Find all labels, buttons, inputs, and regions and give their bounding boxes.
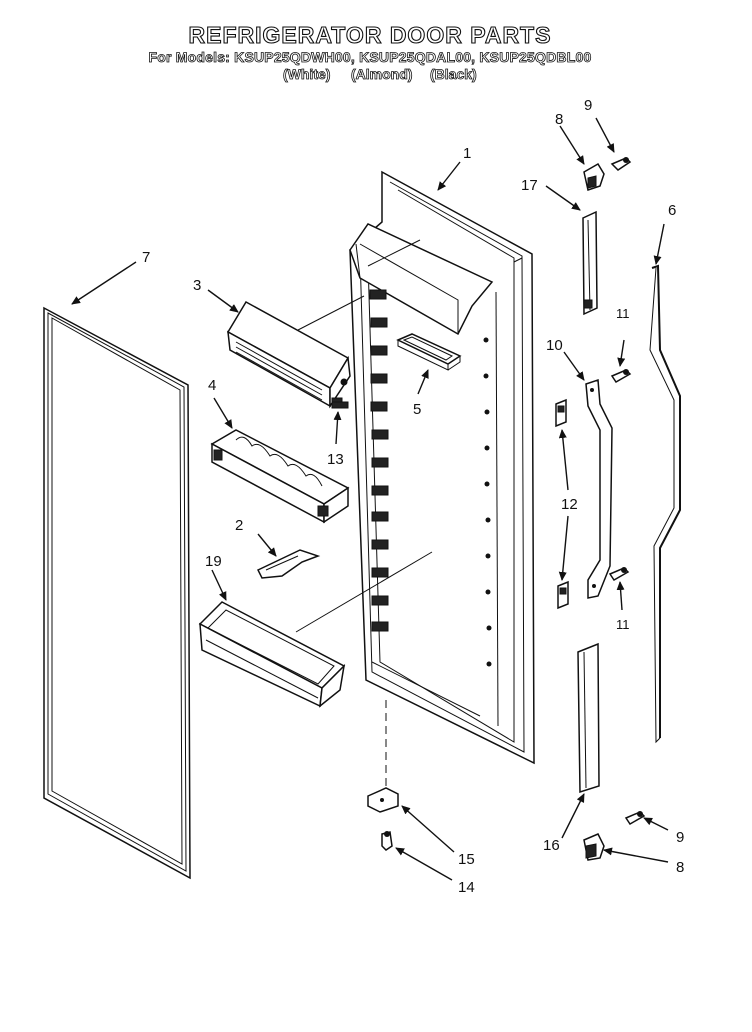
color-black: (Black) (430, 66, 477, 83)
upper-hinge-part-8 (583, 162, 605, 191)
screw-part-11-lower (608, 567, 630, 581)
right-wall-clips (483, 337, 492, 667)
color-white: (White) (283, 66, 331, 83)
callout-11-lower: 11 (616, 617, 630, 632)
callout-16: 16 (543, 837, 560, 854)
egg-tray-part-4 (210, 429, 350, 524)
bottom-screw-part-14 (381, 831, 393, 851)
callout-8-upper: 8 (555, 111, 563, 128)
lower-screw-part-9 (624, 811, 646, 825)
clip-part-12-upper (555, 398, 567, 428)
callout-3: 3 (193, 277, 201, 294)
hinge-arm-part-10 (585, 378, 613, 599)
callout-19: 19 (205, 553, 222, 570)
clip-part-12-lower (557, 580, 569, 610)
callout-5: 5 (413, 401, 421, 418)
screw-part-11-upper (610, 369, 632, 383)
callout-2: 2 (235, 517, 243, 534)
callout-labels: 1 2 3 4 5 6 7 8 9 10 11 12 13 11 17 19 1… (142, 97, 684, 896)
color-almond: (Almond) (351, 66, 413, 83)
door-bin-part-19 (198, 601, 346, 708)
trim-strip-part-6 (649, 264, 681, 744)
clip-part-2 (256, 549, 321, 579)
dispenser-cover-part-3 (226, 300, 351, 409)
callout-13: 13 (327, 451, 344, 468)
lower-hinge-part-8 (583, 833, 605, 861)
callout-9-upper: 9 (584, 97, 592, 114)
upper-hinge-cover-part-17 (582, 210, 598, 316)
callout-6: 6 (668, 202, 676, 219)
door-body-part-1 (349, 170, 535, 765)
callout-7: 7 (142, 249, 150, 266)
model-numbers: For Models: KSUP25QDWH00, KSUP25QDAL00, … (148, 49, 592, 66)
lower-hinge-cover-part-16 (577, 642, 600, 794)
tray-part-5 (396, 333, 462, 371)
callout-4: 4 (208, 377, 216, 394)
bracket-part-13 (331, 401, 349, 409)
callout-14: 14 (458, 879, 475, 896)
upper-screw-part-9 (610, 157, 632, 171)
callout-9-lower: 9 (676, 829, 684, 846)
callout-8-lower: 8 (676, 859, 684, 876)
callout-1: 1 (463, 145, 471, 162)
callout-15: 15 (458, 851, 475, 868)
callout-arrows (71, 117, 669, 881)
shelf-clip-column (369, 289, 389, 632)
callout-10: 10 (546, 337, 563, 354)
leader-lines (295, 239, 433, 786)
callout-11-upper: 11 (616, 306, 630, 321)
bottom-bracket-part-15 (367, 787, 399, 813)
callout-17: 17 (521, 177, 538, 194)
callout-12: 12 (561, 496, 578, 513)
diagram-title: REFRIGERATOR DOOR PARTS (188, 21, 552, 48)
door-gasket-part-7 (43, 306, 191, 880)
